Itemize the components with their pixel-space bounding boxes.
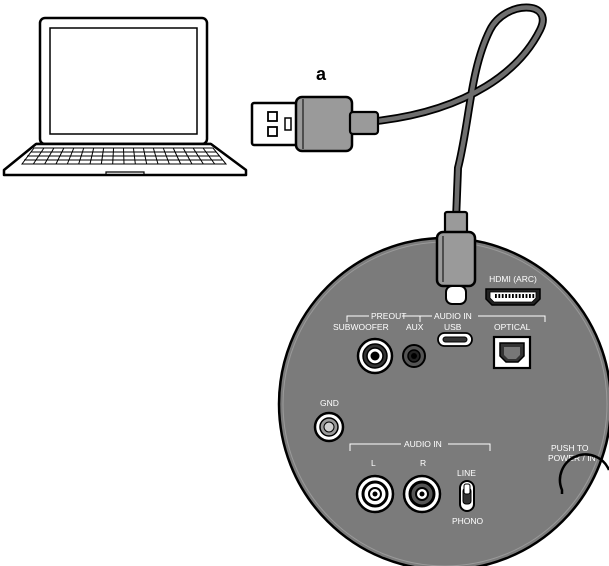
keyboard-key-divider <box>202 147 216 165</box>
hdmi-pin <box>498 294 501 298</box>
keyboard-key-divider <box>182 147 193 165</box>
gnd-terminal: GND <box>313 398 345 443</box>
hdmi-pin <box>501 294 504 298</box>
hdmi-pin <box>512 294 514 298</box>
rca-right-jack <box>402 474 442 514</box>
usb-a-plug <box>250 95 380 153</box>
push-to-label: PUSH TO <box>551 443 589 453</box>
keyboard-key-divider <box>123 147 125 165</box>
power-input-jack <box>558 453 609 494</box>
keyboard-key-divider <box>142 147 148 165</box>
optical-label: OPTICAL <box>494 322 531 332</box>
laptop-icon <box>2 16 248 177</box>
audio-in-bottom-label: AUDIO IN <box>404 439 442 449</box>
keyboard <box>21 147 228 165</box>
aux-label: AUX <box>406 322 424 332</box>
hdmi-pin <box>508 294 511 298</box>
keyboard-key-divider <box>172 147 182 165</box>
hdmi-pin <box>525 294 528 298</box>
subwoofer-jack <box>356 337 394 375</box>
keyboard-key-divider <box>89 147 95 165</box>
usb-c-port <box>437 332 473 347</box>
usb-label: USB <box>444 322 462 332</box>
hdmi-pin <box>505 294 507 298</box>
left-channel-label: L <box>371 458 376 468</box>
keyboard-key-divider <box>66 147 75 165</box>
keyboard-key-divider <box>32 147 45 165</box>
phono-label: PHONO <box>452 516 484 526</box>
line-label: LINE <box>457 468 476 478</box>
gnd-label: GND <box>320 398 339 408</box>
hdmi-pin <box>522 294 524 298</box>
aux-jack <box>402 344 426 368</box>
keyboard-key-divider <box>100 147 105 165</box>
audio-in-top-label: AUDIO IN <box>434 311 472 321</box>
keyboard-key-divider <box>78 147 85 165</box>
keyboard-key-divider <box>44 147 55 165</box>
subwoofer-label: SUBWOOFER <box>333 322 389 332</box>
hdmi-pin <box>495 294 497 298</box>
keyboard-key-divider <box>112 147 115 165</box>
keyboard-key-divider <box>132 147 136 165</box>
hdmi-arc-port: HDMI (ARC) <box>485 274 541 306</box>
usb-c-plug <box>435 210 477 305</box>
keyboard-key-divider <box>55 147 65 165</box>
hdmi-arc-label: HDMI (ARC) <box>489 274 537 284</box>
keyboard-key-divider <box>192 147 204 165</box>
rca-left-jack <box>355 474 395 514</box>
line-phono-switch <box>459 480 475 512</box>
hdmi-pin <box>515 294 518 298</box>
right-channel-label: R <box>420 458 426 468</box>
hdmi-pin <box>529 294 531 298</box>
top-section-labels: PREOUT AUDIO IN SUBWOOFER AUX USB OPTICA… <box>333 311 546 332</box>
keyboard-key-divider <box>152 147 159 165</box>
optical-port <box>492 335 532 370</box>
hdmi-pin <box>518 294 521 298</box>
keyboard-key-divider <box>162 147 170 165</box>
callout-label-a: a <box>316 64 327 84</box>
preout-label: PREOUT <box>371 311 406 321</box>
usb-cable <box>373 3 547 224</box>
hdmi-pin <box>532 294 535 298</box>
